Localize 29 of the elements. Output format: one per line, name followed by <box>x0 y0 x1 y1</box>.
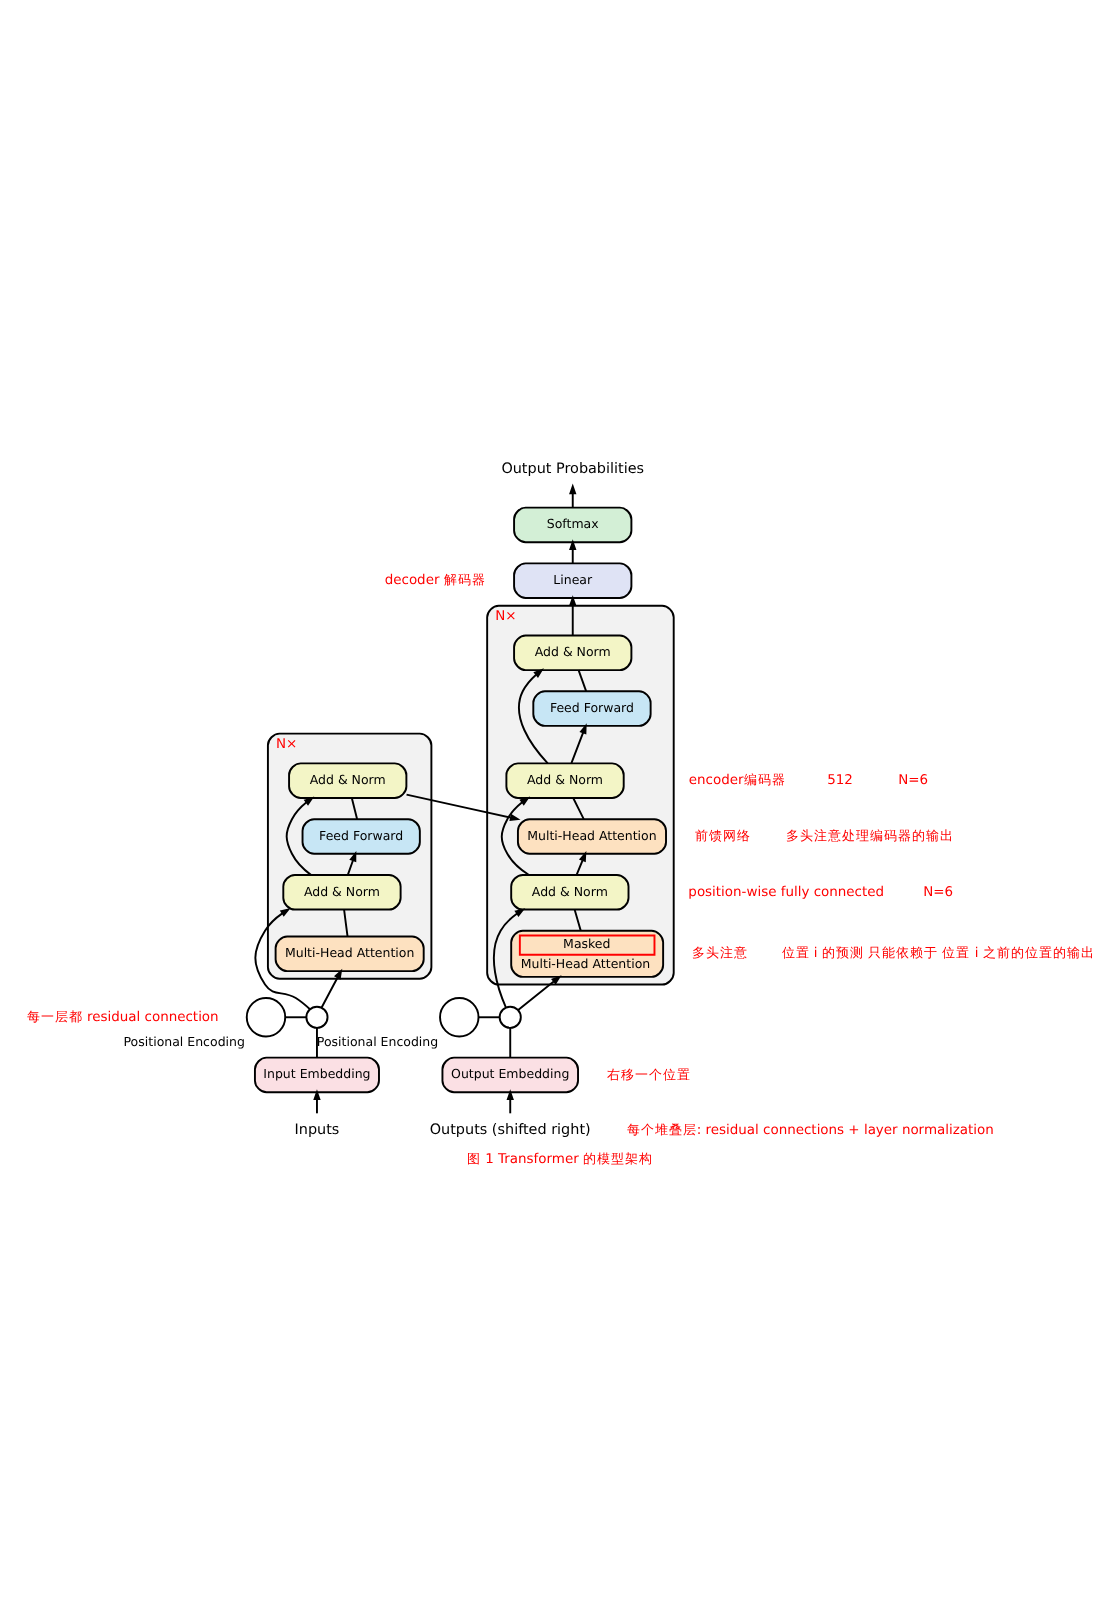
arrow <box>575 850 587 875</box>
connector <box>509 1025 512 1058</box>
node-circle <box>305 1004 329 1028</box>
arrow <box>346 850 357 875</box>
node-circle <box>439 996 480 1037</box>
connector <box>572 796 585 820</box>
connector <box>343 907 349 937</box>
arrow <box>285 795 315 875</box>
arrow <box>569 482 577 508</box>
connector <box>477 1015 501 1018</box>
arrow <box>570 722 587 764</box>
arrow <box>569 594 577 636</box>
connector <box>350 796 359 820</box>
arrow <box>506 1088 514 1114</box>
arrow <box>313 1088 321 1114</box>
arrow <box>405 792 521 821</box>
node-circle <box>245 996 287 1037</box>
connector <box>316 1025 318 1058</box>
arrow <box>569 538 577 564</box>
connector <box>284 1015 308 1018</box>
arrow <box>254 907 311 1010</box>
arrow <box>500 795 531 875</box>
arrow <box>492 907 526 1008</box>
connector <box>573 907 582 931</box>
arrow <box>518 667 549 764</box>
connector <box>577 668 588 692</box>
arrow <box>517 974 562 1010</box>
node-circle <box>498 1004 522 1028</box>
arrow <box>320 967 343 1008</box>
